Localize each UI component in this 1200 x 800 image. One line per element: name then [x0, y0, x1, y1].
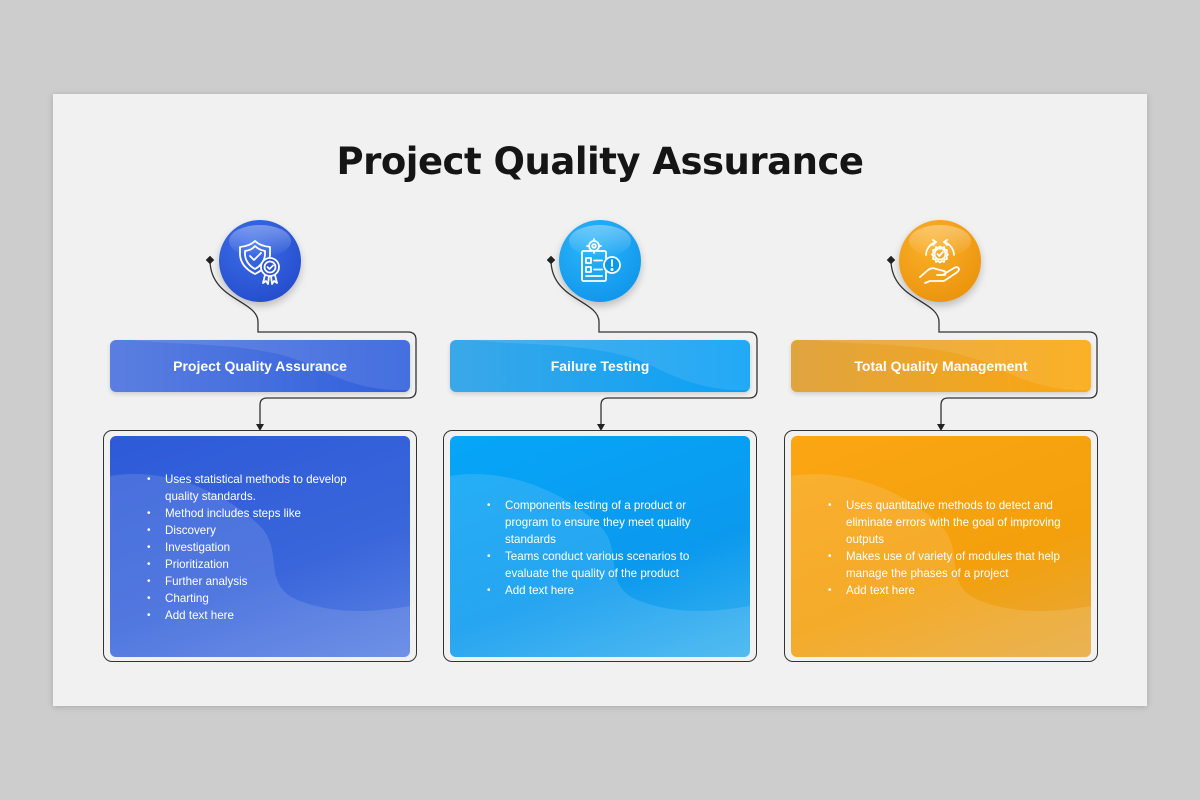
list-item: Add text here: [450, 582, 750, 599]
list-item: Teams conduct various scenarios to evalu…: [450, 548, 750, 582]
content-frame-total-quality-management: [784, 430, 1098, 662]
header-label: Total Quality Management: [854, 358, 1028, 374]
shield-badge-icon: [219, 220, 301, 302]
header-project-quality-assurance: Project Quality Assurance: [110, 340, 410, 392]
list-item: Method includes steps like: [110, 505, 410, 522]
bullet-list: Uses quantitative methods to detect and …: [791, 497, 1091, 599]
content-box-project-quality-assurance: Uses statistical methods to develop qual…: [110, 436, 410, 657]
bullet-list: Uses statistical methods to develop qual…: [110, 471, 410, 624]
list-item: Prioritization: [110, 556, 410, 573]
list-item: Discovery: [110, 522, 410, 539]
header-label: Project Quality Assurance: [173, 358, 347, 374]
list-item: Charting: [110, 590, 410, 607]
list-item: Uses statistical methods to develop qual…: [110, 471, 410, 505]
content-box-total-quality-management: Uses quantitative methods to detect and …: [791, 436, 1091, 657]
header-label: Failure Testing: [550, 358, 650, 374]
list-item: Uses quantitative methods to detect and …: [791, 497, 1091, 548]
slide-title: Project Quality Assurance: [336, 140, 864, 183]
list-item: Investigation: [110, 539, 410, 556]
header-wave-decoration: [470, 340, 750, 391]
header-total-quality-management: Total Quality Management: [791, 340, 1091, 392]
bullet-list: Components testing of a product or progr…: [450, 497, 750, 599]
list-item: Further analysis: [110, 573, 410, 590]
list-item: Components testing of a product or progr…: [450, 497, 750, 548]
list-item: Add text here: [110, 607, 410, 624]
header-wave-decoration: [811, 340, 1091, 391]
content-frame-failure-testing: [443, 430, 757, 662]
header-failure-testing: Failure Testing: [450, 340, 750, 392]
list-item: Makes use of variety of modules that hel…: [791, 548, 1091, 582]
hand-award-cycle-icon: [899, 220, 981, 302]
content-box-failure-testing: Components testing of a product or progr…: [450, 436, 750, 657]
content-frame-project-quality-assurance: [103, 430, 417, 662]
list-item: Add text here: [791, 582, 1091, 599]
header-wave-decoration: [130, 340, 410, 391]
gear-checklist-alert-icon: [559, 220, 641, 302]
